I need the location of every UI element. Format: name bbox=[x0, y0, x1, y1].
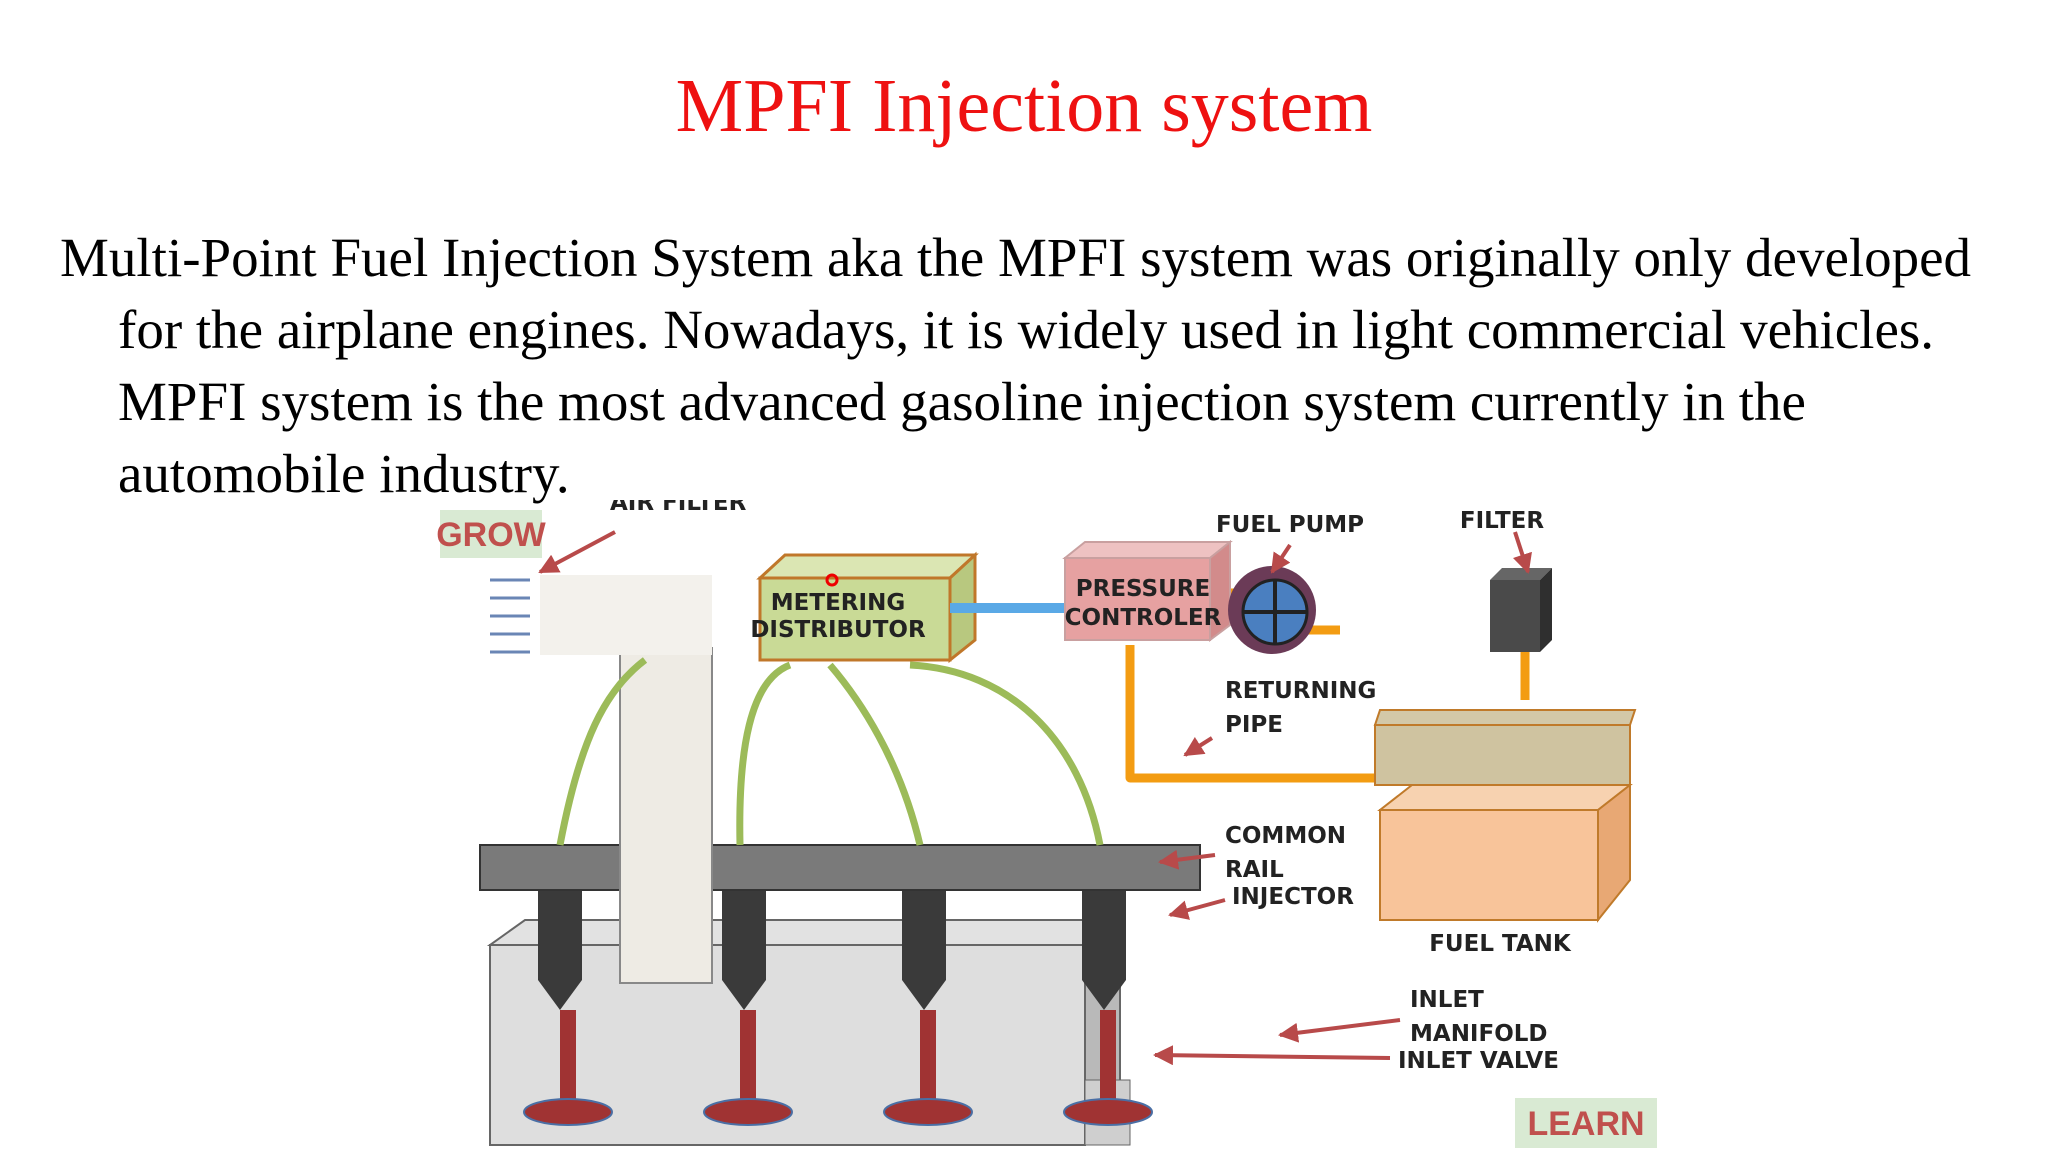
label-filter: FILTER bbox=[1460, 508, 1545, 534]
label-metering-line2: DISTRIBUTOR bbox=[750, 617, 926, 643]
slide-body-text: Multi-Point Fuel Injection System aka th… bbox=[60, 227, 1972, 504]
label-air-filter: AIR FILTER bbox=[610, 500, 747, 516]
air-intake bbox=[490, 575, 713, 984]
label-pressure-line1: PRESSURE bbox=[1076, 576, 1210, 602]
learn-badge: LEARN bbox=[1515, 1098, 1657, 1148]
svg-text:GROW: GROW bbox=[436, 516, 546, 554]
label-common-line2: RAIL bbox=[1225, 857, 1284, 883]
fuel-tank bbox=[1373, 709, 1637, 923]
slide-title: MPFI Injection system bbox=[675, 64, 1373, 148]
common-rail bbox=[479, 844, 1201, 891]
label-common-line1: COMMON bbox=[1225, 823, 1346, 849]
injectors bbox=[538, 890, 1126, 1010]
svg-text:LEARN: LEARN bbox=[1527, 1105, 1644, 1143]
label-injector: INJECTOR bbox=[1232, 884, 1354, 910]
filter bbox=[1490, 568, 1552, 652]
fuel-pump bbox=[1228, 566, 1316, 654]
label-metering-line1: METERING bbox=[771, 590, 905, 616]
metering-distributor bbox=[756, 551, 979, 664]
label-fuel-tank: FUEL TANK bbox=[1429, 931, 1572, 957]
label-inlet-valve: INLET VALVE bbox=[1398, 1048, 1559, 1074]
label-inlet-line2: MANIFOLD bbox=[1410, 1021, 1548, 1047]
label-pressure-line2: CONTROLER bbox=[1065, 605, 1222, 631]
label-arrows bbox=[538, 530, 1532, 1066]
inlet-valves bbox=[523, 1010, 1153, 1126]
pressure-controller bbox=[1062, 539, 1233, 642]
label-returning-line2: PIPE bbox=[1225, 712, 1283, 738]
label-inlet-line1: INLET bbox=[1410, 987, 1484, 1013]
grow-badge: GROW bbox=[436, 510, 547, 558]
label-fuel-pump: FUEL PUMP bbox=[1216, 512, 1364, 538]
mpfi-diagram: GROW LEARN AIR FILTER METERING DISTRIBUT… bbox=[436, 500, 1657, 1148]
label-returning-line1: RETURNING bbox=[1225, 678, 1376, 704]
fuel-wires bbox=[556, 657, 1104, 846]
